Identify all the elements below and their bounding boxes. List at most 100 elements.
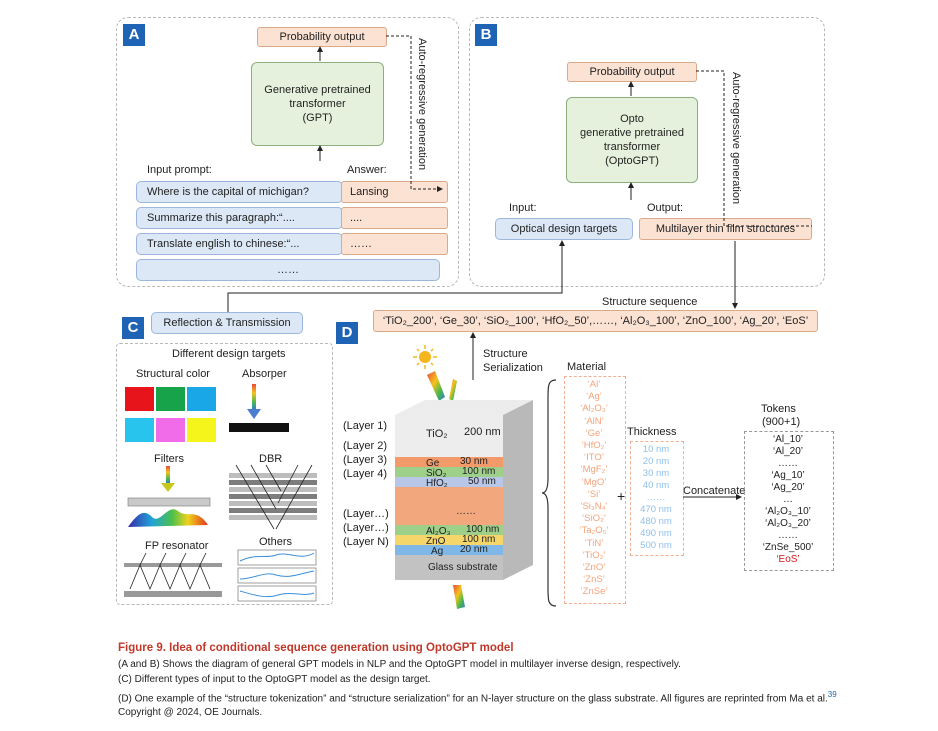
panel-b-probability-output: Probability output [567,62,697,82]
layer-thickness-2: 30 nm [460,456,488,467]
panel-a-input-prompt-label: Input prompt: [147,164,212,176]
color-swatch [187,387,216,411]
panel-a-answer-2: .... [341,207,448,229]
panel-b-input-box: Optical design targets [495,218,633,240]
panel-a-prompt-2: Summarize this paragraph:“.... [136,207,343,229]
material-item: ‘AlN’ [584,415,604,427]
others-illustration [237,549,317,602]
layer-label-n: (Layer N) [343,536,389,548]
panel-a-answer-1: Lansing [341,181,448,203]
material-item: ‘Si₃N₄’ [580,501,608,512]
token-item: …… [778,530,798,541]
color-swatch [156,418,185,442]
layer-name-al2o3: Al₂O₃ [426,526,451,537]
token-item: ‘Al₂O₃_10’ [765,506,811,517]
layer-thickness-1: 200 nm [464,426,501,438]
panel-b-optogpt-box: Opto generative pretrained transformer (… [566,97,698,183]
panel-c-letter: C [122,317,144,339]
layer-label-4: (Layer 4) [343,468,388,480]
material-item: ‘Ge’ [585,427,603,439]
layer-stack [395,345,533,609]
panel-a-answer-label: Answer: [347,164,387,176]
thickness-label: Thickness [627,426,677,438]
panel-c-title: Different design targets [172,348,286,360]
structure-sequence-label: Structure sequence [602,296,698,308]
structure-sequence-box: ‘TiO₂_200’, ‘Ge_30’, ‘SiO₂_100’, ‘HfO₂_5… [373,310,818,332]
panel-b-letter: B [475,24,497,46]
sun-icon [413,345,437,369]
thickness-item: 20 nm [642,456,670,467]
tokens-label: Tokens [761,403,796,415]
material-item: ‘TiN’ [584,537,604,549]
material-item: ‘Al’ [587,379,601,390]
tokens-list-box [744,431,834,571]
material-item: ‘HfO₂’ [581,440,607,451]
thickness-item: 490 nm [640,528,672,539]
panel-a-gpt-box: Generative pretrained transformer (GPT) [251,62,384,146]
token-item: ‘Ag_20’ [771,482,805,493]
layer-label-3: (Layer 3) [343,454,388,466]
layer-label-5: (Layer…) [343,508,389,520]
caption-copyright: Copyright @ 2024, OE Journals. [118,707,263,719]
panel-b-output-box: Multilayer thin film structures [639,218,812,240]
color-swatch [187,418,216,442]
layer-name-ellipsis: …… [456,506,476,517]
token-item: … [783,494,793,505]
color-swatch [125,418,154,442]
layer-name-ge: Ge [426,458,440,469]
thickness-item: …… [646,492,666,503]
panel-c-header: Reflection & Transmission [151,312,303,334]
material-brace [541,379,557,607]
layer-name-zno: ZnO [426,536,446,547]
token-item: ‘Ag_10’ [771,470,805,481]
panel-b-output-label: Output: [647,202,684,214]
material-item: ‘Ta₂O₅’ [579,525,609,537]
plus-sign: + [617,488,626,504]
layer-thickness-7: 20 nm [460,544,488,555]
layer-name-glass: Glass substrate [428,562,498,573]
material-item: ‘Al₂O₃’ [580,403,608,415]
token-item: ‘Al_10’ [772,434,804,445]
panel-a-prompt-3: Translate english to chinese:“... [136,233,343,255]
token-item: ‘EoS’ [776,554,800,565]
material-item: ‘MgF₂’ [580,464,608,476]
material-list-box [564,376,626,604]
thickness-item: 30 nm [642,468,670,479]
material-item: ‘SiO₂’ [582,513,606,525]
color-swatch [125,387,154,411]
panel-c-others-label: Others [259,536,293,548]
panel-a [116,17,459,287]
panel-b [469,17,825,287]
panel-c-filters-label: Filters [154,453,184,465]
token-item: …… [778,458,798,469]
thickness-item: 470 nm [640,504,672,515]
caption-reference[interactable]: 39 [827,690,837,699]
panel-d-letter: D [336,322,358,344]
panel-c [116,343,333,605]
panel-c-fp-label: FP resonator [145,540,209,552]
thickness-item: 480 nm [640,516,672,527]
material-item: ‘ZnS’ [583,574,605,586]
token-item: ‘Al₂O₃_20’ [765,518,811,529]
panel-c-dbr-label: DBR [259,453,283,465]
thickness-item: 10 nm [642,444,670,455]
layer-label-2: (Layer 2) [343,440,388,452]
panel-c-absorber-label: Absorper [242,368,287,380]
thickness-item: 40 nm [642,480,670,491]
structure-serialization-label: Structure Serialization [483,348,543,374]
caption-line-2: (C) Different types of input to the Opto… [118,674,431,685]
material-item: ‘MgO’ [581,476,607,488]
material-item: ‘Si’ [587,488,601,500]
material-item: ‘Ag’ [586,391,602,403]
token-item: ‘Al_20’ [772,446,804,457]
thickness-item: 500 nm [640,540,672,551]
layer-name-ag: Ag [431,546,444,557]
layer-thickness-3: 100 nm [462,466,496,477]
layer-thickness-6: 100 nm [462,534,496,545]
layer-thickness-5: 100 nm [466,524,500,535]
panel-b-input-label: Input: [509,202,537,214]
caption-line-1: (A and B) Shows the diagram of general G… [118,659,681,670]
absorber-illustration [229,384,289,432]
token-item: ‘ZnSe_500’ [762,542,814,553]
